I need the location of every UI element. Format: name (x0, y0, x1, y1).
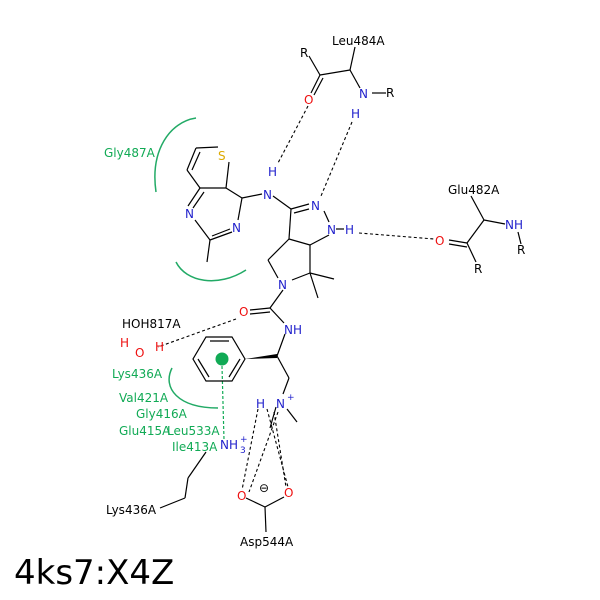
residue-gly487: Gly487A (104, 146, 156, 160)
atom-h1-water: H (120, 336, 129, 350)
residue-lys436: Lys436A (106, 503, 157, 517)
atom-s: S (218, 149, 226, 163)
residue-val421: Val421A (119, 391, 169, 405)
atom-n-pyrazole-1: N (311, 199, 320, 213)
phenyl-sidechain (192, 336, 298, 429)
atom-o-water: O (135, 346, 144, 360)
residue-gly416: Gly416A (136, 407, 188, 421)
glu482-fragment (448, 195, 522, 263)
residue-hoh817: HOH817A (122, 317, 181, 331)
atom-n-leu484: N (359, 87, 368, 101)
hydrophobic-arc-bottom (175, 261, 247, 282)
atom-n-pyrroline: N (278, 278, 287, 292)
hydrophobic-arc-lys436 (168, 367, 219, 409)
diagram-title: 4ks7:X4Z (14, 553, 174, 593)
atom-h-leu484: H (351, 107, 360, 121)
atom-o1-asp: O (237, 489, 246, 503)
pyrrolopyrazole-core (267, 195, 344, 299)
atom-r2-glu482: R (517, 243, 525, 257)
subscript-3-lys: 3 (240, 446, 246, 456)
atom-r2-leu484: R (386, 86, 394, 100)
atom-nh-urea: NH (284, 323, 302, 337)
atom-n-pyrazole-2: N (327, 223, 336, 237)
atom-nh-glu482: NH (505, 218, 523, 232)
atom-h-pyrazole: H (345, 223, 354, 237)
atom-h-amine: H (268, 165, 277, 179)
lys436-chain (159, 451, 207, 509)
residue-glu482: Glu482A (448, 183, 500, 197)
atom-n-pyrimidine-1: N (185, 207, 194, 221)
residue-ile413: Ile413A (172, 440, 218, 454)
atom-n-amine: N (263, 188, 272, 202)
residue-glu415: Glu415A (119, 424, 171, 438)
atom-o-urea: O (239, 305, 248, 319)
residue-lys436-pi: Lys436A (112, 367, 163, 381)
charge-minus-asp: ⊖ (259, 481, 269, 495)
hydrophobic-arc-gly487 (154, 117, 197, 193)
aromatic-centroid (215, 352, 229, 366)
atom-n-ammonium: N (276, 397, 285, 411)
atom-o-leu484: O (304, 93, 313, 107)
asp544-carboxylate (245, 496, 285, 533)
atom-n-pyrimidine-2: N (232, 221, 241, 235)
charge-plus-lys: + (240, 435, 248, 445)
charge-plus-ammonium: + (287, 393, 295, 403)
residue-leu533: Leu533A (167, 424, 220, 438)
thienopyrimidine-ring (186, 146, 263, 263)
atom-h2-water: H (155, 340, 164, 354)
residue-asp544: Asp544A (240, 535, 294, 549)
residue-leu484: Leu484A (332, 34, 385, 48)
urea-linker (249, 289, 286, 357)
atom-h-ammonium: H (256, 397, 265, 411)
hydrogen-bonds (157, 105, 435, 493)
atom-r-leu484: R (300, 46, 308, 60)
atom-nh3-lys: NH (220, 438, 238, 452)
atom-r-glu482: R (474, 262, 482, 276)
pi-cation-line (221, 365, 225, 441)
leu484-fragment (308, 46, 386, 96)
atom-o-glu482: O (435, 234, 444, 248)
atom-o2-asp: O (284, 486, 293, 500)
